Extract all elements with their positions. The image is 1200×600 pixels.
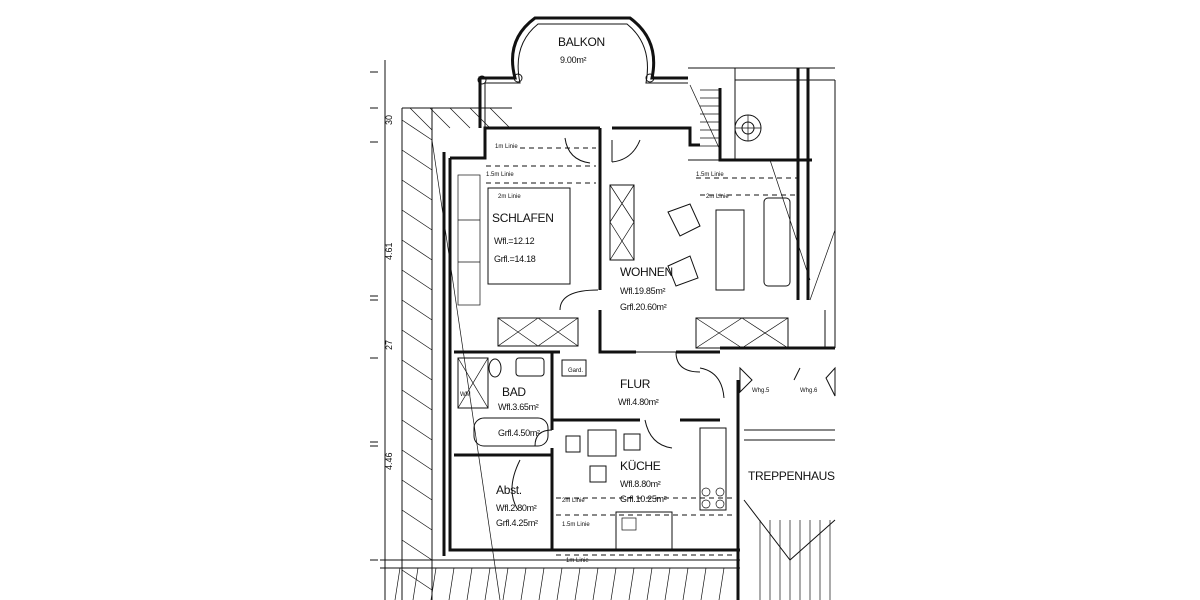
roof-lines: 1.5m Linie 2m Linie 1.5m Linie 2m Linie … bbox=[431, 139, 836, 600]
dimension-446: 4.46 bbox=[384, 452, 394, 470]
room-grfl-kueche: Grfl.10.25m² bbox=[620, 494, 667, 504]
room-area-balkon: 9.00m² bbox=[560, 55, 587, 65]
dimension-line: 30 4.61 27 4.46 bbox=[370, 60, 394, 600]
balcony bbox=[477, 16, 688, 128]
label-whg6: Whg.6 bbox=[800, 388, 818, 394]
room-name-abst: Abst. bbox=[496, 483, 522, 497]
room-name-bad: BAD bbox=[502, 385, 526, 399]
dimension-30: 30 bbox=[384, 115, 394, 125]
room-name-kueche: KÜCHE bbox=[620, 459, 661, 473]
room-wfl-wohnen: Wfl.19.85m² bbox=[620, 286, 666, 296]
label-2m-line-kueche: 2m Linie bbox=[562, 498, 585, 504]
bath-fixtures: WM Gard. bbox=[457, 357, 587, 447]
label-1m-line: 1m Linie bbox=[495, 144, 518, 150]
label-1m-line-bottom: 1m Linie bbox=[566, 558, 589, 564]
interior-walls bbox=[454, 67, 836, 600]
roof-hatching-left bbox=[401, 107, 512, 600]
label-whg5: Whg.5 bbox=[752, 388, 770, 394]
room-wfl-flur: Wfl.4.80m² bbox=[618, 397, 659, 407]
bed bbox=[457, 174, 571, 306]
doors bbox=[511, 137, 725, 511]
room-name-schlafen: SCHLAFEN bbox=[492, 211, 554, 225]
room-grfl-abst: Grfl.4.25m² bbox=[496, 518, 538, 528]
room-wfl-bad: Wfl.3.65m² bbox=[498, 402, 539, 412]
label-1-5m-line-kueche: 1.5m Linie bbox=[562, 522, 590, 528]
room-name-flur: FLUR bbox=[620, 377, 651, 391]
living-furniture bbox=[609, 184, 791, 349]
kitchen-furniture bbox=[565, 427, 727, 551]
label-2m-line-wohnen: 2m Linie bbox=[706, 194, 729, 200]
room-wfl-kueche: Wfl.8.80m² bbox=[620, 479, 661, 489]
room-name-wohnen: WOHNEN bbox=[620, 265, 673, 279]
room-name-balkon: BALKON bbox=[558, 35, 605, 49]
dimension-27: 27 bbox=[384, 340, 394, 350]
room-name-treppenhaus: TREPPENHAUS bbox=[748, 469, 835, 483]
room-wfl-abst: Wfl.2.80m² bbox=[496, 503, 537, 513]
label-garderobe: Gard. bbox=[568, 368, 583, 374]
stair-upper bbox=[688, 67, 762, 161]
dimension-461: 4.61 bbox=[384, 242, 394, 260]
room-grfl-bad: Grfl.4.50m² bbox=[498, 428, 540, 438]
room-labels: BALKON 9.00m² SCHLAFEN Wfl.=12.12 Grfl.=… bbox=[492, 35, 835, 528]
room-grfl-wohnen: Grfl.20.60m² bbox=[620, 302, 667, 312]
room-wfl-schlafen: Wfl.=12.12 bbox=[494, 236, 535, 246]
room-grfl-schlafen: Grfl.=14.18 bbox=[494, 254, 536, 264]
stairwell: Whg.5 Whg.6 bbox=[739, 366, 836, 600]
label-2m-line: 2m Linie bbox=[498, 194, 521, 200]
label-wm: WM bbox=[460, 392, 471, 398]
label-1-5m-line-wohnen: 1.5m Linie bbox=[696, 172, 724, 178]
wardrobe-schlafen bbox=[497, 317, 579, 347]
roof-hatching-bottom bbox=[380, 559, 740, 600]
label-1-5m-line: 1.5m Linie bbox=[486, 172, 514, 178]
